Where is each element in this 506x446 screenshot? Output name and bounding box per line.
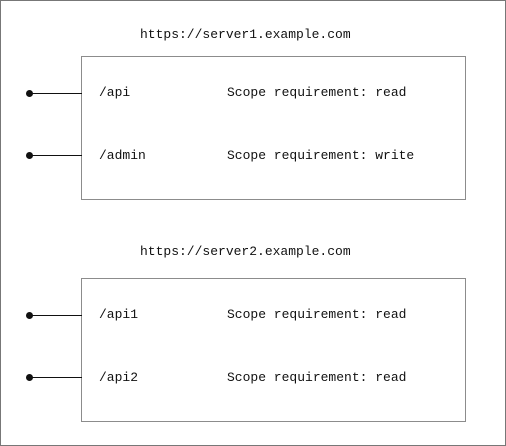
server-box xyxy=(81,278,466,422)
route-path: /admin xyxy=(99,148,146,163)
connector-dot xyxy=(26,152,33,159)
route-scope: Scope requirement: read xyxy=(227,370,407,385)
connector-dot xyxy=(26,374,33,381)
route-scope: Scope requirement: write xyxy=(227,148,415,163)
route-path: /api1 xyxy=(99,307,139,322)
route-path: /api xyxy=(99,85,131,100)
route-scope: Scope requirement: read xyxy=(227,307,407,322)
connector-line xyxy=(30,155,82,156)
route-scope: Scope requirement: read xyxy=(227,85,407,100)
connector-line xyxy=(30,93,82,94)
connector-dot xyxy=(26,312,33,319)
connector-line xyxy=(30,377,82,378)
connector-line xyxy=(30,315,82,316)
route-path: /api2 xyxy=(99,370,139,385)
connector-dot xyxy=(26,90,33,97)
server-url: https://server1.example.com xyxy=(140,27,351,42)
server-url: https://server2.example.com xyxy=(140,244,351,259)
server-box xyxy=(81,56,466,200)
